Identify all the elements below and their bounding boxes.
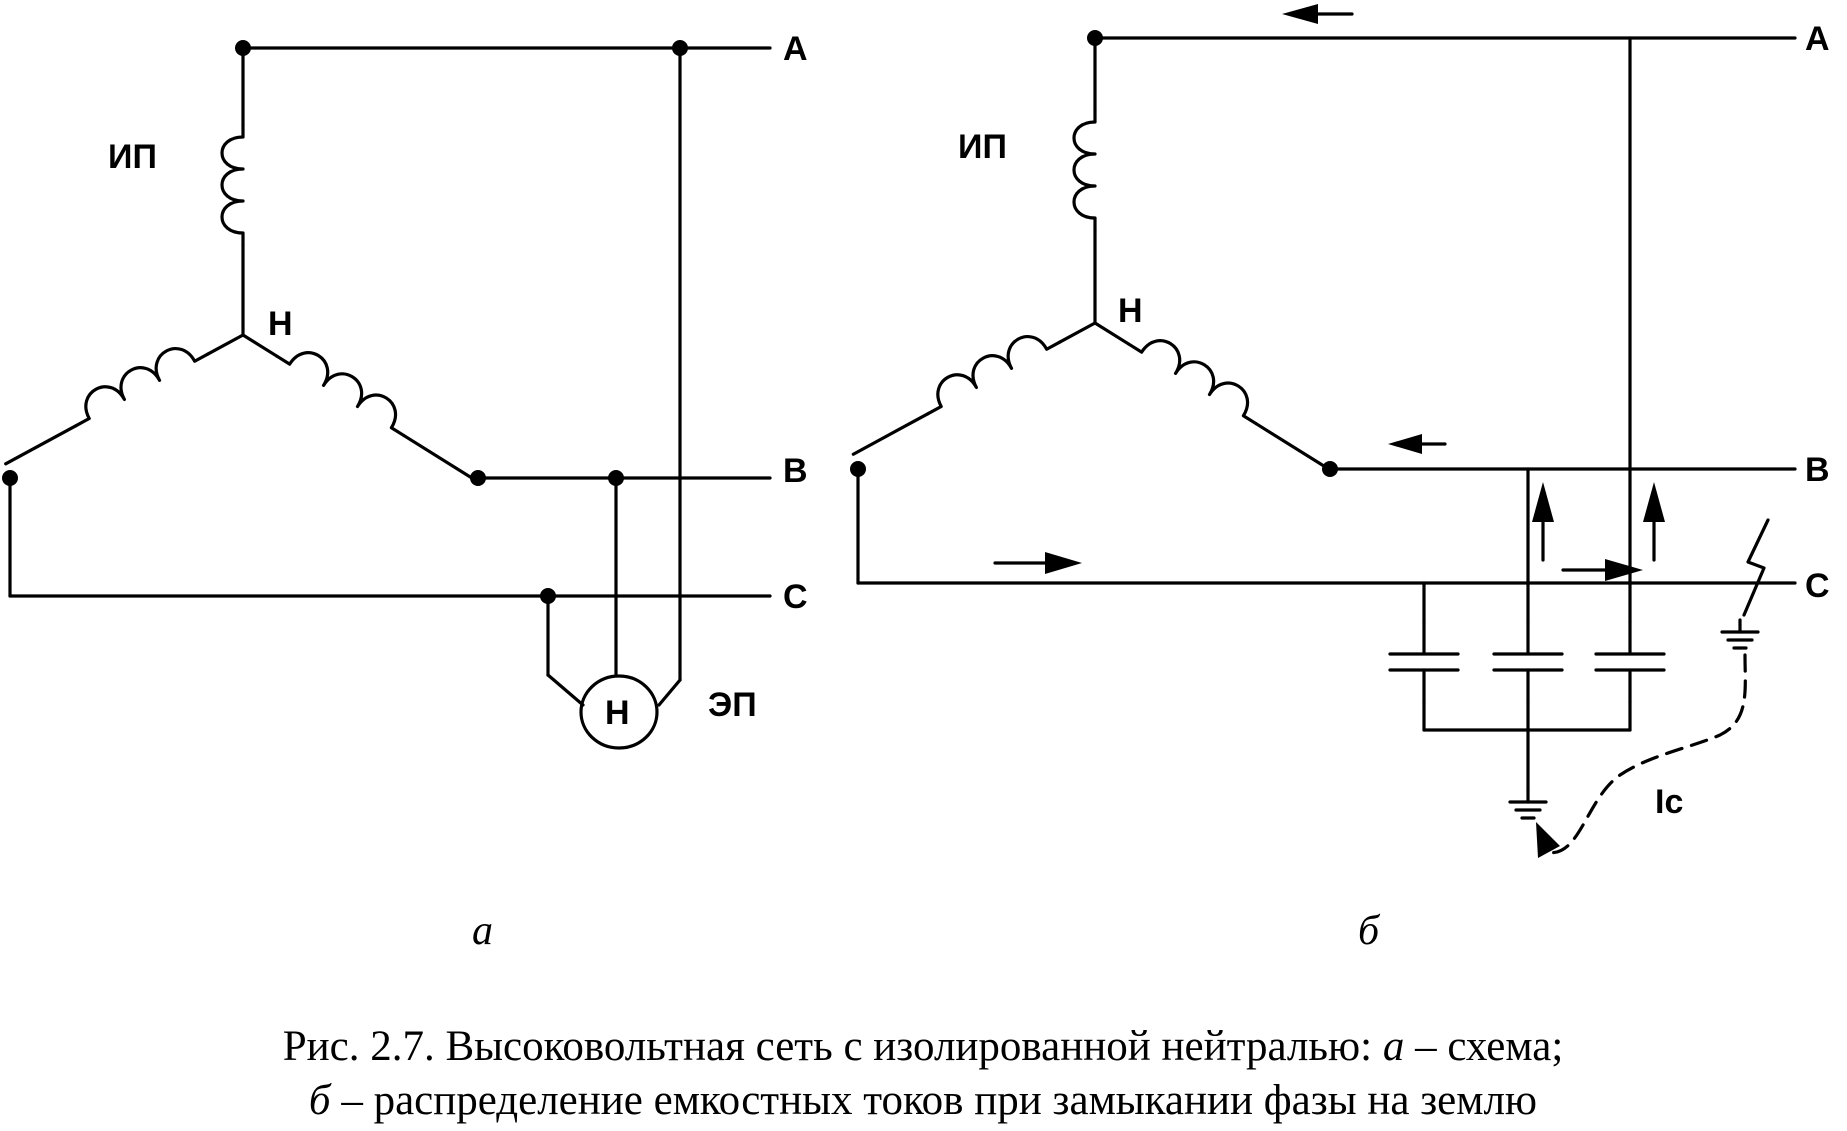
panel-b-wires xyxy=(851,12,1797,820)
panel-a-phase-a-label: A xyxy=(783,30,808,68)
motor-label: Н xyxy=(605,694,630,732)
panel-a-sublabel: а xyxy=(472,908,493,954)
panel-b-phase-b-label: B xyxy=(1805,451,1830,489)
figure-caption-line-1: Рис. 2.7. Высоковольтная сеть с изолиров… xyxy=(283,1023,1564,1070)
panel-a-junctions xyxy=(2,40,688,604)
panel-b-arrowheads xyxy=(1045,4,1665,858)
earth-current-path xyxy=(1543,653,1747,855)
panel-b-phase-c-label: C xyxy=(1805,567,1830,605)
panel-b-source-label: ИП xyxy=(958,128,1007,166)
panel-b-junctions xyxy=(850,30,1338,477)
motor-circle xyxy=(579,674,659,750)
panel-a-phase-c-label: C xyxy=(783,578,808,616)
panel-a-neutral-label: Н xyxy=(268,305,293,343)
panel-b-sublabel: б xyxy=(1358,908,1381,954)
panel-b-phase-a-label: A xyxy=(1805,20,1830,58)
panel-b-neutral-label: Н xyxy=(1118,292,1143,330)
panel-b-schematic: ИП Н A B C Ic б xyxy=(850,4,1830,954)
capacitive-current-label: Ic xyxy=(1655,783,1683,821)
panel-a-source-label: ИП xyxy=(108,138,157,176)
panel-a-phase-b-label: B xyxy=(783,452,808,490)
receiver-label: ЭП xyxy=(708,686,757,724)
panel-a-wires xyxy=(4,46,772,707)
panel-a-schematic: ИП Н A B C Н ЭП а xyxy=(2,30,808,954)
figure-caption-line-2: б – распределение емкостных токов при за… xyxy=(309,1077,1537,1124)
